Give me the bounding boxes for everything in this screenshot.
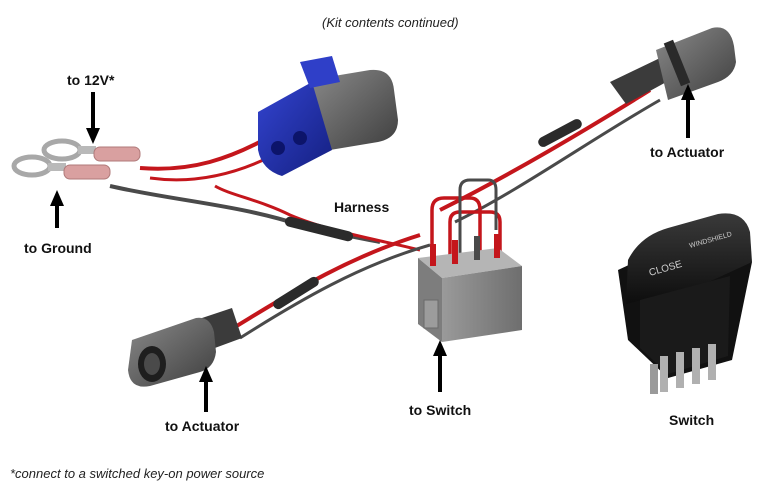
label-to-switch: to Switch bbox=[409, 402, 472, 418]
red-loop-2 bbox=[448, 210, 502, 262]
arrows bbox=[50, 84, 695, 412]
label-harness: Harness bbox=[334, 199, 390, 215]
actuator-connector-bottom bbox=[128, 308, 242, 387]
actuator-connector-top bbox=[610, 27, 736, 104]
rocker-switch: WINDSHIELD CLOSE bbox=[618, 213, 752, 394]
sleeves bbox=[273, 119, 582, 310]
label-to-actuator-bottom: to Actuator bbox=[165, 418, 240, 434]
label-to-ground: to Ground bbox=[24, 240, 92, 256]
arrow-power bbox=[86, 92, 100, 144]
footnote: *connect to a switched key-on power sour… bbox=[10, 466, 265, 481]
arrow-switch bbox=[433, 340, 447, 392]
kit-contents-caption: (Kit contents continued) bbox=[322, 15, 459, 30]
arrow-ground bbox=[50, 190, 64, 228]
arrow-actuator-bottom bbox=[199, 366, 213, 412]
label-switch: Switch bbox=[669, 412, 715, 428]
gray-wire-bottom-actuator bbox=[239, 243, 431, 340]
label-to-12v: to 12V* bbox=[67, 72, 115, 88]
label-to-actuator-top: to Actuator bbox=[650, 144, 725, 160]
red-wire-top-actuator bbox=[439, 88, 652, 212]
red-wire-connector-relay bbox=[214, 184, 421, 252]
power-connector bbox=[258, 56, 398, 176]
ring-terminal-power bbox=[41, 138, 141, 162]
red-wire-bottom-actuator bbox=[228, 233, 421, 332]
gray-wire-top-actuator bbox=[454, 98, 661, 224]
gray-loop-1 bbox=[458, 178, 498, 262]
ring-terminal-ground bbox=[11, 154, 111, 180]
relay-block bbox=[418, 234, 522, 342]
red-loop-1 bbox=[430, 196, 482, 260]
arrow-actuator-top bbox=[681, 84, 695, 138]
